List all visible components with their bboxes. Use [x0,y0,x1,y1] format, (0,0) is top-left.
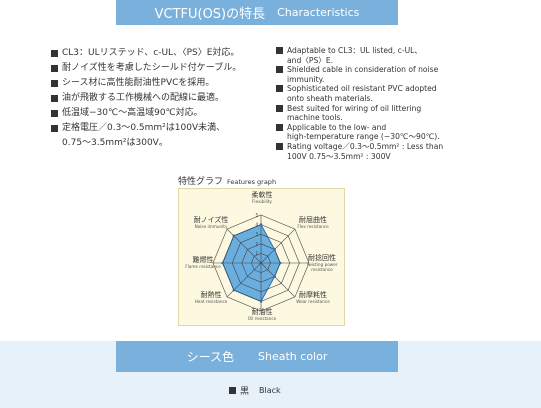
axis-label-jp: 耐摩耗性 [299,291,327,299]
radar-scale-tick: 3 [255,232,258,237]
graph-title-en: Features graph [227,178,277,186]
axis-label-en: Noise immunity [194,224,228,229]
feature-item-en: Rating voltage／0.3〜0.5mm² : Less than 10… [276,142,466,161]
feature-text-jp: シース材に高性能耐油性PVCを採用。 [62,78,215,88]
bullet-square-icon [276,104,283,112]
bullet-square-icon [276,123,283,131]
radar-data-point [259,300,263,303]
feature-text-en: Best suited for wiring of oil littering … [287,103,422,123]
feature-text-en: Applicable to the low- and high-temperat… [287,122,440,142]
bullet-square-icon [276,142,283,150]
feature-text-en: Sophisticated oil resistant PVC adopted … [287,84,437,103]
feature-item-en: Shielded cable in consideration of noise… [276,65,466,84]
feature-item-en: Adaptable to CL3：UL listed, c-UL、 and〈PS… [276,46,466,65]
feature-item-en: Applicable to the low- and high-temperat… [276,123,466,142]
axis-label-en: Twisting power resistance [306,262,338,272]
feature-item-jp: 油が飛散する工作機械への配線に最適。 [51,91,276,106]
radar-scale-tick: 1 [255,251,258,256]
radar-spoke [226,262,262,298]
axis-label-jp: 柔軟性 [251,191,273,199]
feature-item-jp: 耐ノイズ性を考慮したシールド付ケーブル。 [51,61,276,76]
characteristics-header: VCTFU(OS)の特長 Characteristics [116,0,398,25]
radar-data-point [273,248,276,251]
feature-text-en: Shielded cable in consideration of noise… [287,65,439,84]
sheath-title-jp: シース色 [186,350,235,364]
feature-item-en: Sophisticated oil resistant PVC adopted … [276,84,466,103]
radar-data-point [273,275,276,278]
radar-data-point [232,234,236,238]
bullet-square-icon [276,47,283,54]
bullet-square-icon [276,85,283,93]
color-swatch-icon [229,387,236,394]
axis-label-jp: 耐ノイズ性 [193,216,229,224]
axis-label-jp: 耐捻回性 [308,254,336,262]
features-list-en: Adaptable to CL3：UL listed, c-UL、 and〈PS… [276,46,466,161]
bullet-square-icon [51,95,58,102]
bullet-square-icon [51,110,58,117]
radar-scale-tick: 4 [255,222,258,227]
radar-chart: 1 2 3 4 5 [212,213,310,312]
graph-title-jp: 特性グラフ [178,177,224,187]
feature-item-jp: CL3：ULリステッド、c-UL、〈PS〉E対応。 [51,46,276,61]
bullet-square-icon [276,66,283,74]
feature-item-jp: 低温域−30℃〜高温域90℃対応。 [51,106,276,121]
radar-scale-tick: 5 [255,213,258,218]
sheath-color-jp: 黒 [240,387,250,397]
sheath-title-en: Sheath color [258,350,328,363]
feature-item-en: Best suited for wiring of oil littering … [276,104,466,123]
features-list-jp: CL3：ULリステッド、c-UL、〈PS〉E対応。 耐ノイズ性を考慮したシールド… [51,46,276,151]
feature-text-jp: CL3：ULリステッド、c-UL、〈PS〉E対応。 [62,48,240,58]
bullet-square-icon [51,65,58,72]
header-title-jp: VCTFU(OS)の特長 [154,7,266,22]
radar-spoke [260,262,296,298]
radar-spoke [260,228,296,264]
feature-item-jp: 定格電圧／0.3〜0.5mm²は100V未満、 0.75〜3.5mm²は300V… [51,121,276,151]
bullet-square-icon [51,125,58,132]
axis-label-en: Wear resistance [296,299,330,304]
radar-data-point [278,261,282,265]
feature-text-jp: 耐ノイズ性を考慮したシールド付ケーブル。 [62,63,242,73]
feature-text-jp: 定格電圧／0.3〜0.5mm²は100V未満、 0.75〜3.5mm²は300V… [62,123,226,148]
radar-data-point [221,261,224,265]
axis-label-en: Flexibility [252,199,272,204]
axis-label-jp: 耐熱性 [200,291,222,299]
radar-spoke [226,228,262,264]
radar-data-point [232,288,236,292]
feature-text-jp: 低温域−30℃〜高温域90℃対応。 [62,108,203,118]
feature-text-jp: 油が飛散する工作機械への配線に最適。 [62,93,225,103]
sheath-color-header: シース色 Sheath color [116,341,398,372]
sheath-color-item: 黒 Black [229,384,281,397]
radar-data-point [259,223,263,226]
bullet-square-icon [51,80,58,87]
feature-text-en: Adaptable to CL3：UL listed, c-UL、 and〈PS… [287,46,422,65]
radar-scale-tick: 2 [255,241,258,246]
feature-item-jp: シース材に高性能耐油性PVCを採用。 [51,76,276,91]
feature-text-en: Rating voltage／0.3〜0.5mm² : Less than 10… [287,141,444,161]
axis-label-jp: 耐屈曲性 [299,216,327,224]
sheath-color-en: Black [259,386,281,395]
axis-label-jp: 耐油性 [251,308,273,316]
header-title-en: Characteristics [277,6,360,19]
axis-label-en: Heat resistance [194,299,228,304]
axis-label-en: Oil resistance [247,316,277,321]
axis-label-en: Flex resistance [297,224,329,229]
axis-label-en: Flame resistance [185,264,221,269]
axis-label-jp: 難燃性 [192,256,214,264]
bullet-square-icon [51,50,58,57]
